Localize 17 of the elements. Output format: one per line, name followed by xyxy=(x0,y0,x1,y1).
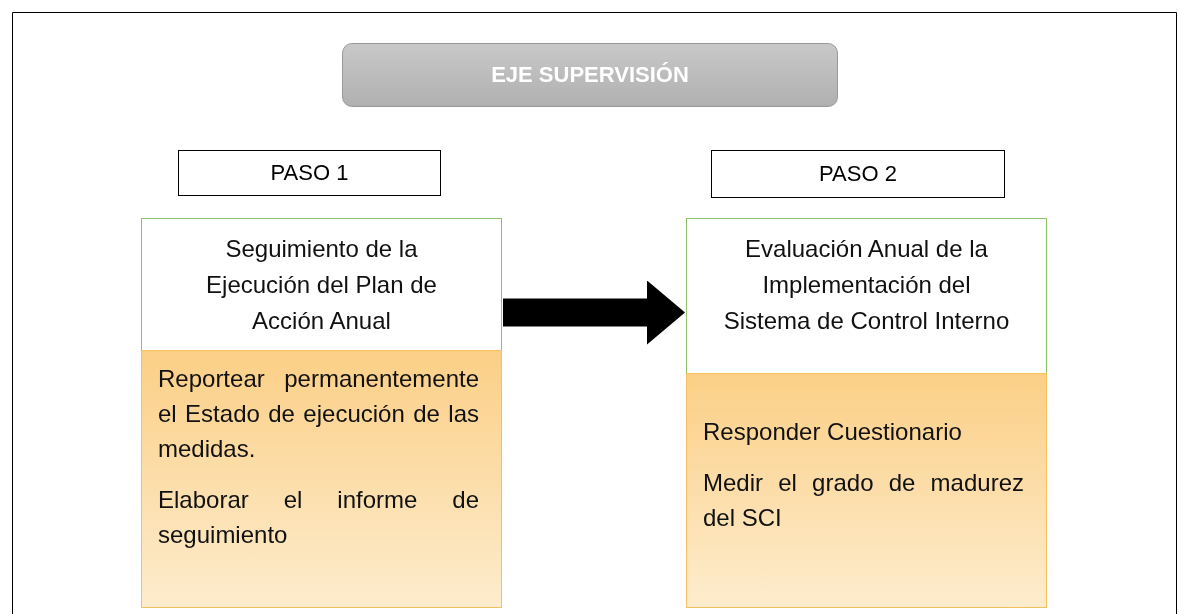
step-detail-text: Reportear permanentemente el Estado de ejecución de las medidas. xyxy=(158,364,479,464)
step-label-box xyxy=(178,150,441,196)
step-heading-box xyxy=(141,218,502,351)
step-detail-text: Elaborar el informe de seguimiento xyxy=(158,485,479,550)
title-text: EJE SUPERVISIÓN xyxy=(491,62,689,88)
step-detail-box xyxy=(141,350,502,608)
step-detail-box xyxy=(686,373,1047,608)
title-box xyxy=(342,43,838,107)
step-label: PASO 2 xyxy=(819,161,897,187)
step-detail-text: Responder Cuestionario xyxy=(703,417,963,447)
step-label: PASO 1 xyxy=(270,160,349,186)
step-detail-text: Medir el grado de madurez del SCI xyxy=(703,468,1024,533)
block-arrow xyxy=(503,280,685,345)
step-heading-box xyxy=(686,218,1047,374)
step-heading: Seguimiento de la Ejecución del Plan de Acción Anual xyxy=(205,234,438,336)
step-heading: Evaluación Anual de la Implementación del Sistema de Control Interno xyxy=(722,234,1011,336)
step-label-box xyxy=(711,150,1005,198)
